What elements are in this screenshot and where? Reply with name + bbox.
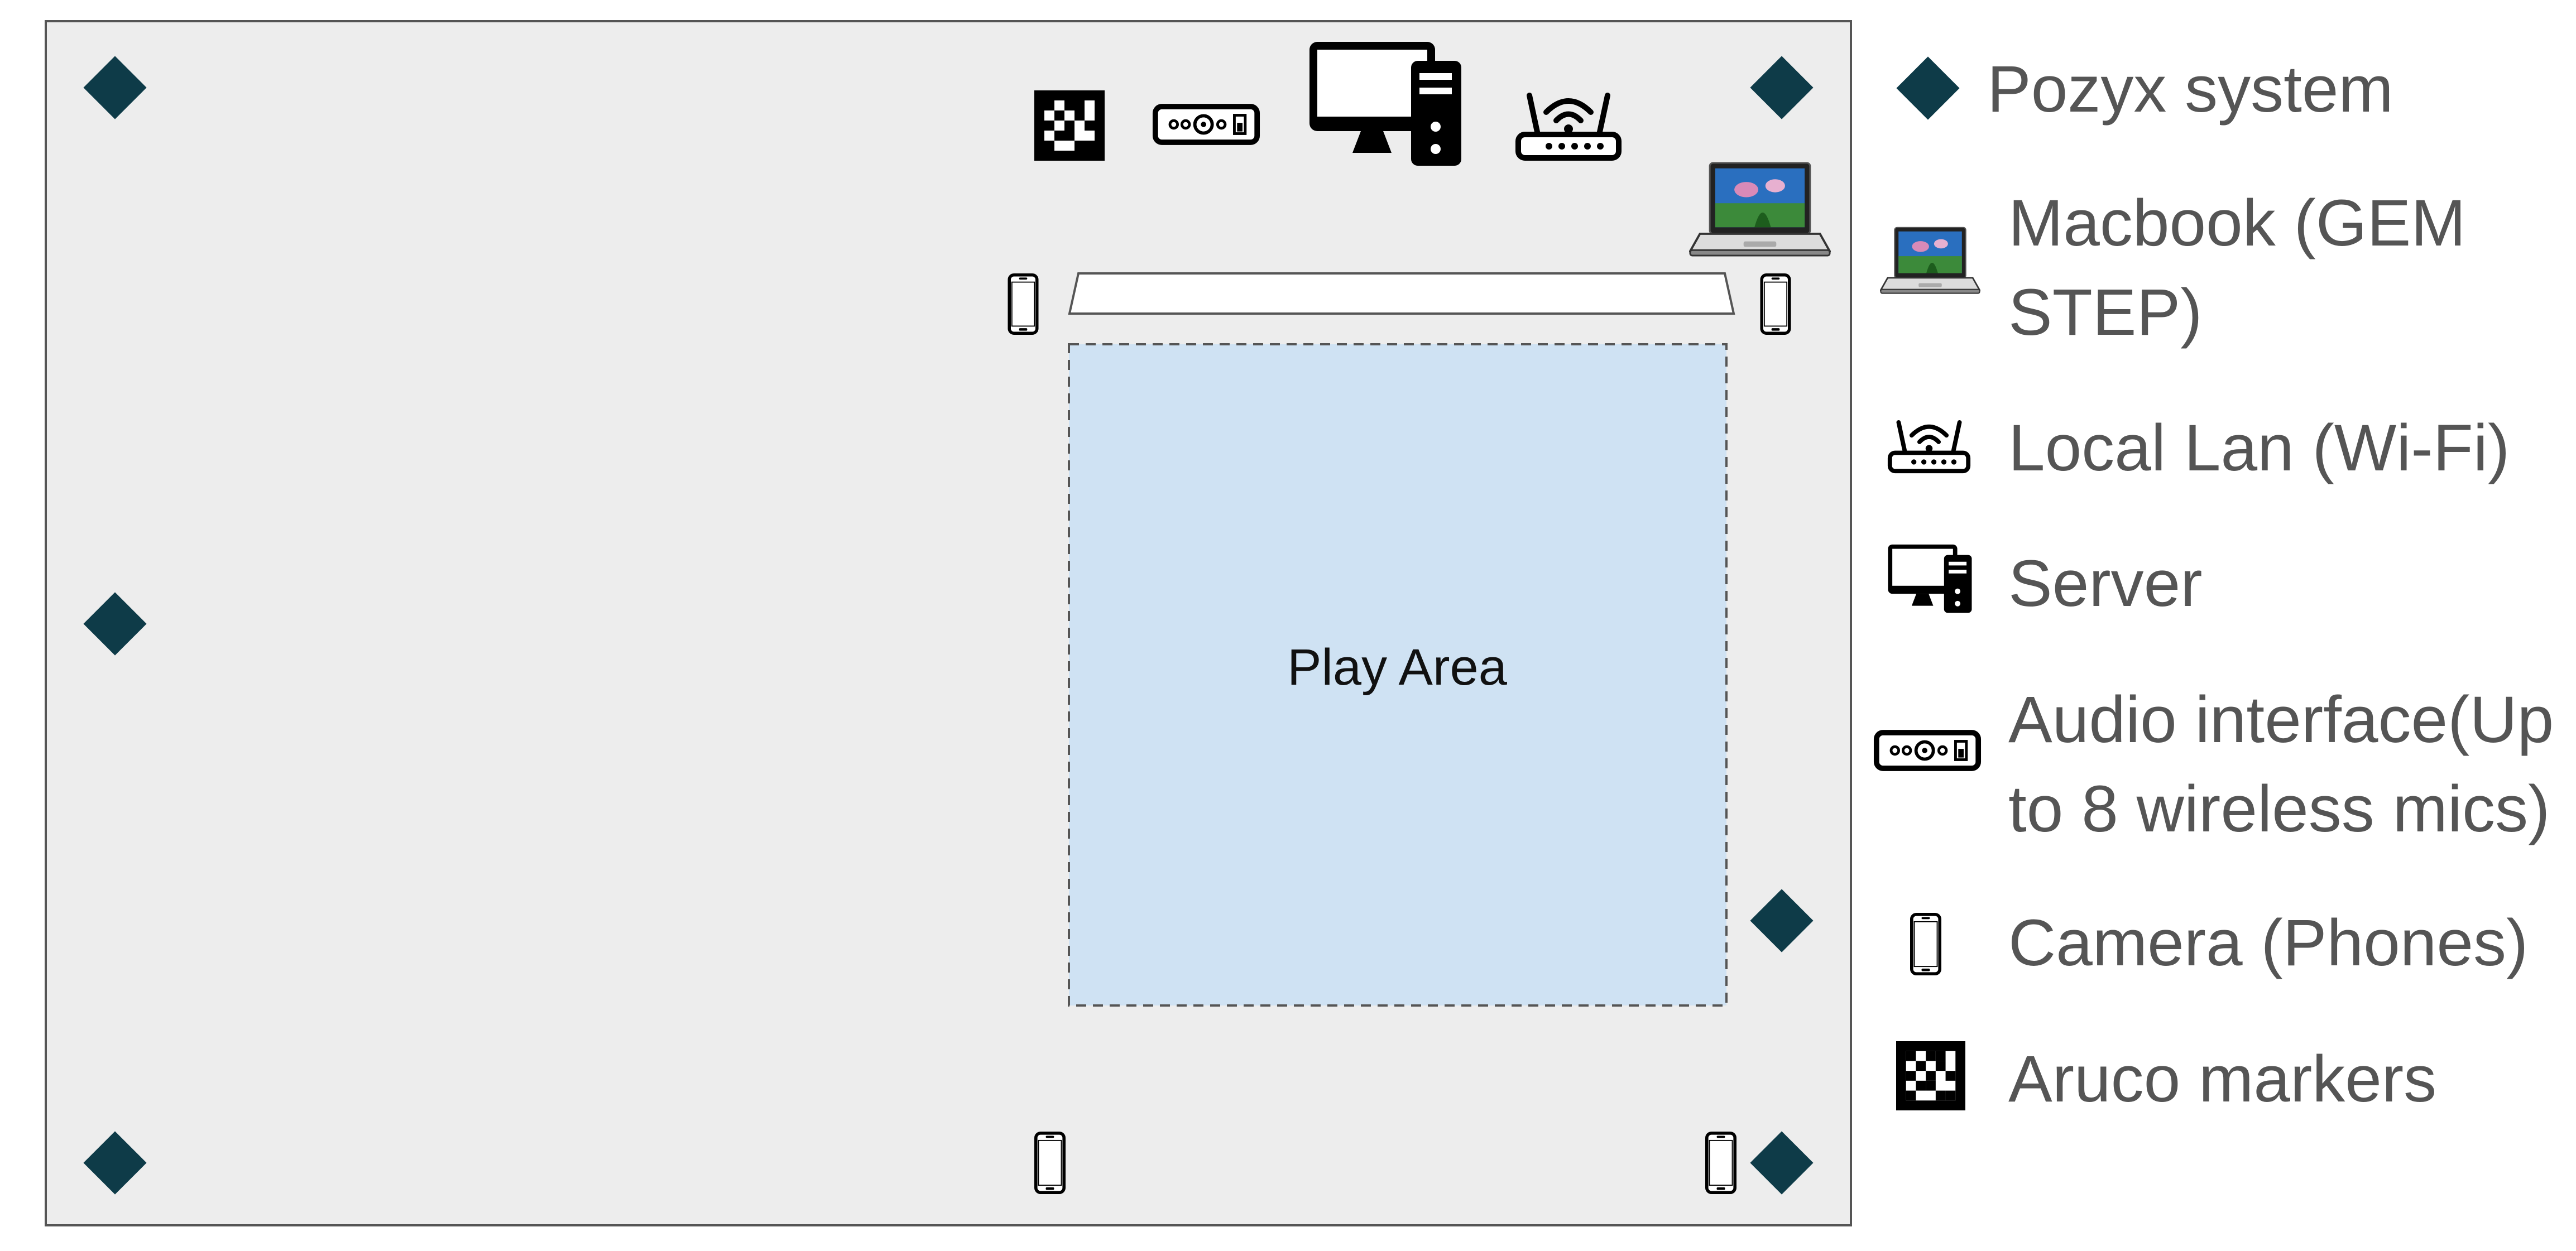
camera-phone-top-left <box>1009 275 1037 334</box>
legend-label-audio: Audio interface(Up to 8 wireless mics) <box>2008 683 2572 846</box>
legend-label-macbook: Macbook (GEM STEP) <box>2008 186 2484 349</box>
legend-label-camera: Camera (Phones) <box>2008 906 2528 980</box>
legend-pozyx-icon <box>1896 56 1960 120</box>
legend: Pozyx system Macbook (GEM STEP) Local La… <box>1877 52 2572 1116</box>
legend-audio-icon <box>1877 733 1978 768</box>
camera-phone-bottom-right <box>1707 1133 1735 1192</box>
legend-label-pozyx: Pozyx system <box>1987 52 2393 126</box>
macbook <box>1689 161 1831 257</box>
legend-aruco-icon <box>1896 1041 1965 1110</box>
display-screen <box>1068 272 1735 315</box>
legend-label-router: Local Lan (Wi-Fi) <box>2008 411 2510 485</box>
play-area <box>1068 343 1728 1007</box>
camera-phone-bottom-left <box>1036 1133 1064 1192</box>
legend-server-icon <box>1888 544 1972 613</box>
legend-router-icon <box>1890 422 1968 471</box>
aruco-marker <box>1034 90 1105 161</box>
legend-macbook-icon <box>1880 227 1980 294</box>
legend-camera-icon <box>1912 915 1940 974</box>
camera-phone-top-right <box>1762 275 1790 334</box>
play-area-label: Play Area <box>1287 639 1508 696</box>
audio-interface <box>1155 107 1257 142</box>
legend-label-server: Server <box>2008 547 2203 620</box>
legend-label-aruco: Aruco markers <box>2008 1042 2436 1116</box>
